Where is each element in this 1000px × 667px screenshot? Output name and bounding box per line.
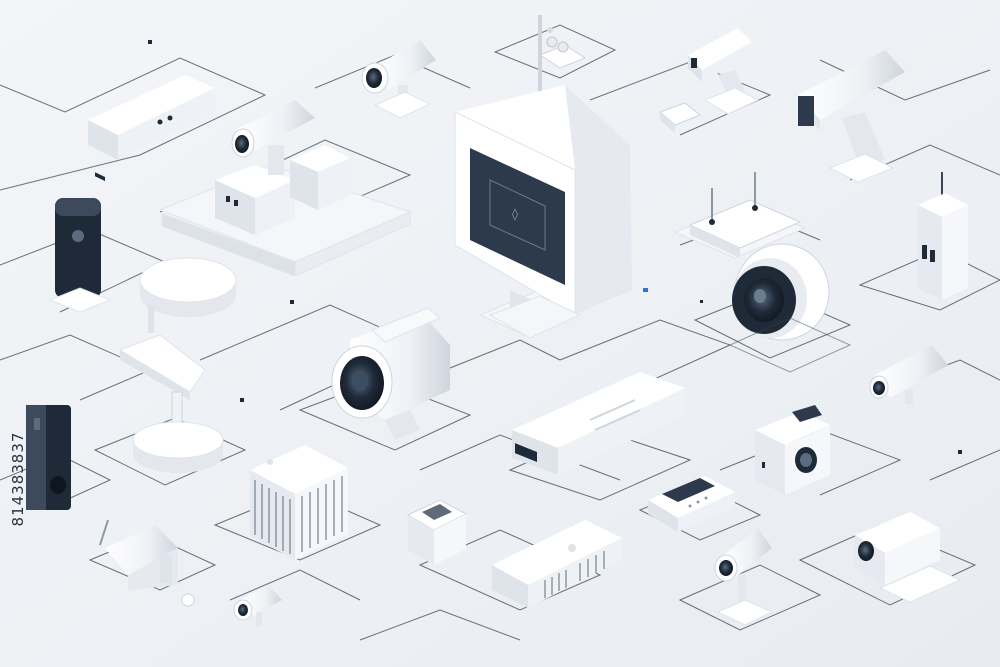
svg-text:◊: ◊ [512,207,518,221]
door-lock [26,405,71,510]
small-hub [406,499,468,565]
round-hub [139,257,237,333]
box-camera-small [659,28,760,133]
bullet-camera-bottom-left [99,519,195,607]
bullet-camera-top [361,40,436,119]
gateway-device [88,75,215,181]
box-camera-bottom-right [855,512,962,603]
climate-unit [492,520,622,608]
dvr-recorder [512,372,685,475]
sensor-cluster [538,27,587,69]
control-panel [648,476,735,532]
network-router [688,172,802,258]
mini-camera [233,585,282,626]
smart-plug [755,405,830,495]
monitor-with-antenna: ◊ [454,15,632,339]
bullet-camera-on-base [215,100,350,235]
dome-camera [728,243,852,373]
motion-sensor-on-stand [118,334,224,473]
bullet-camera-right [869,345,948,404]
pole-camera [714,528,774,626]
bullet-camera-large [798,50,905,183]
tall-sensor [918,172,968,300]
cylinder-camera [331,307,450,440]
speaker-box [250,445,348,560]
stock-image-id: 814383837 [9,431,27,527]
video-doorbell [48,198,112,313]
